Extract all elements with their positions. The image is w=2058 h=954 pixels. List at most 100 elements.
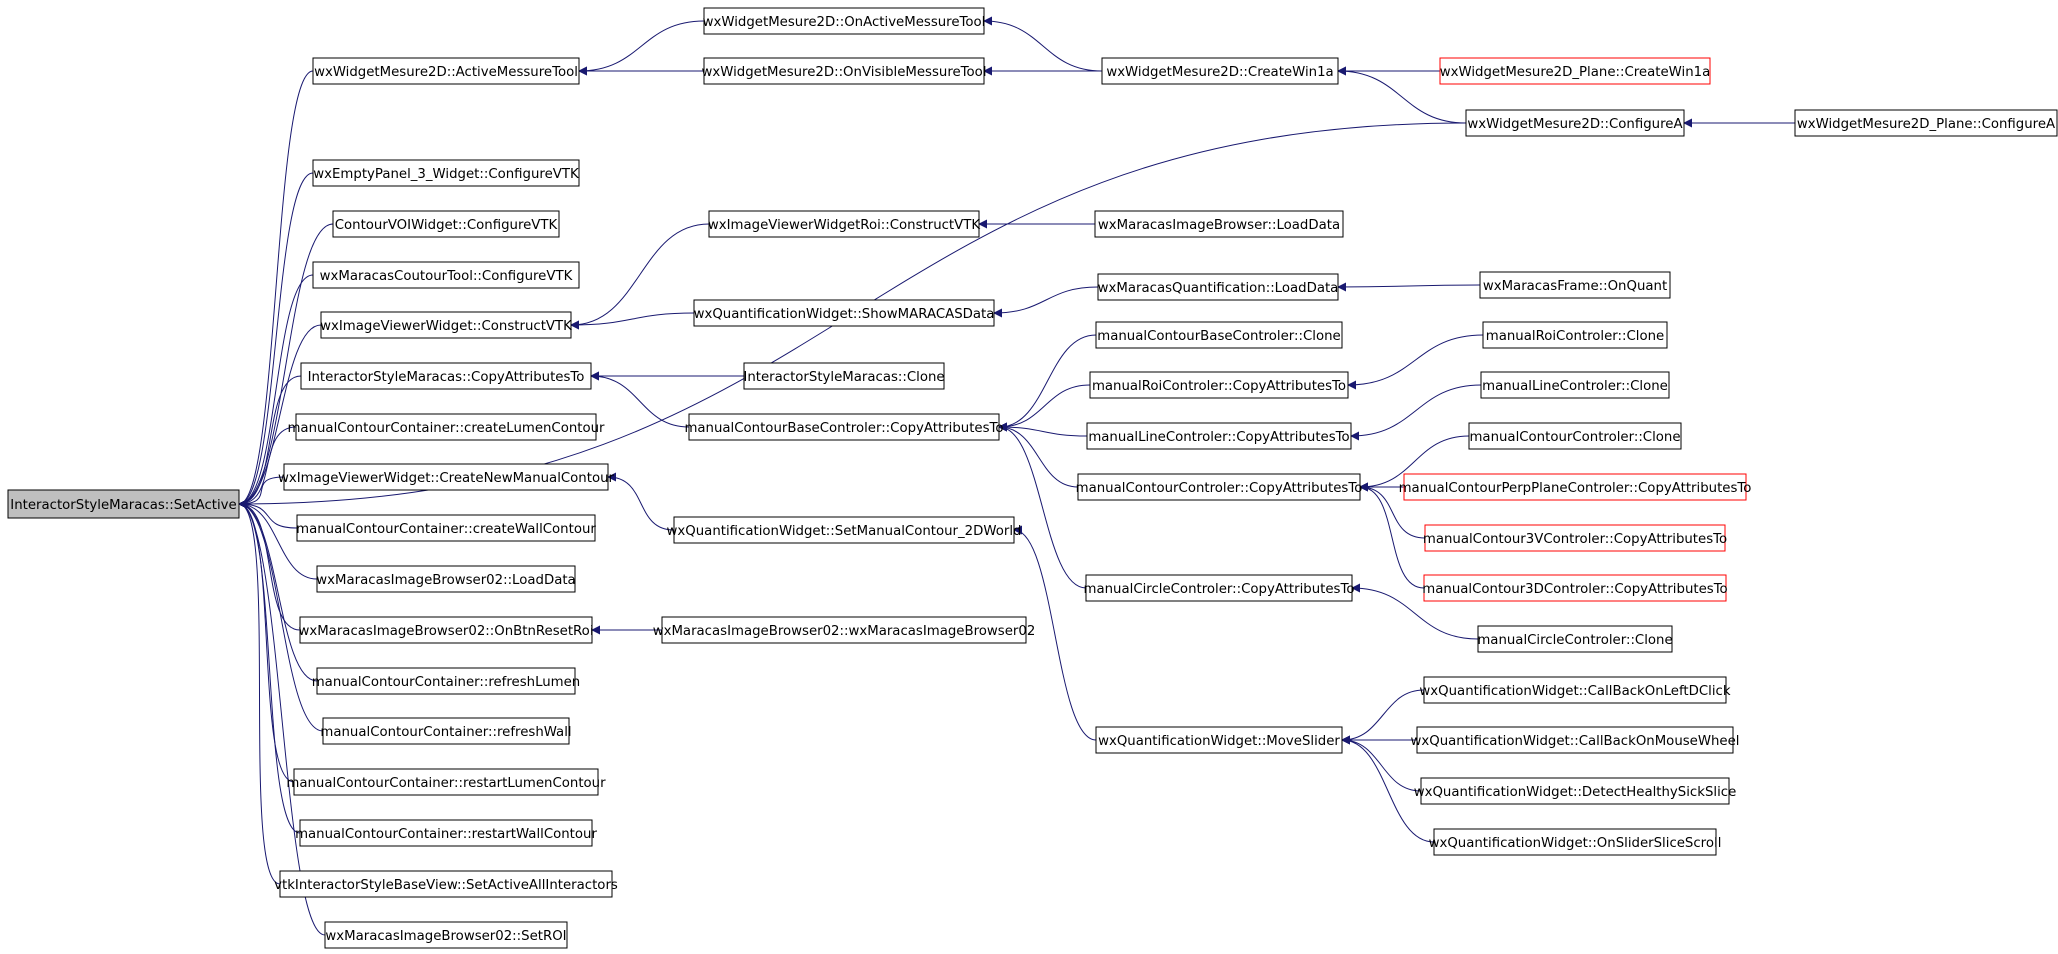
graph-node-manuallinecontroler-clone[interactable]: manualLineControler::Clone [1480, 371, 1670, 399]
edge-b9-to-a7 [1013, 525, 1097, 741]
node-box [703, 57, 985, 85]
node-box [1423, 574, 1727, 602]
graph-node-wxquantificationwidget-callbackonleftdclick[interactable]: wxQuantificationWidget::CallBackOnLeftDC… [1419, 676, 1731, 704]
node-box [7, 489, 240, 519]
node-label: wxEmptyPanel_3_Widget::ConfigureVTK [313, 167, 579, 182]
node-box [1465, 109, 1685, 137]
graph-node-wxwidgetmesure2d-plane-configurea[interactable]: wxWidgetMesure2D_Plane::ConfigureA [1794, 109, 2058, 137]
graph-node-manualcontourbasecontroler-clone[interactable]: manualContourBaseControler::Clone [1095, 321, 1343, 349]
edge-a1-to-n1 [578, 20, 705, 76]
node-box [1094, 210, 1344, 238]
graph-node-manualcontourcontainer-restartlumencontour[interactable]: manualContourContainer::restartLumenCont… [286, 768, 606, 796]
graph-node-manualcirclecontroler-copyattributesto[interactable]: manualCircleControler::CopyAttributesTo [1084, 574, 1355, 602]
graph-node-manualcontourbasecontroler-copyattributesto[interactable]: manualContourBaseControler::CopyAttribut… [684, 413, 1004, 441]
node-label: wxWidgetMesure2D::OnActiveMessureTool [703, 15, 986, 30]
edge-n9-to-root [238, 499, 298, 529]
node-box [1097, 273, 1339, 301]
edge-c6-to-b7 [1359, 435, 1470, 492]
graph-node-wxwidgetmesure2d-activemessuretool[interactable]: wxWidgetMesure2D::ActiveMessureTool [312, 57, 580, 85]
graph-node-interactorstylemaracas-copyattributesto[interactable]: InteractorStyleMaracas::CopyAttributesTo [300, 362, 592, 390]
edge-c9-to-b7 [1359, 482, 1425, 589]
node-label: manualLineControler::CopyAttributesTo [1088, 430, 1349, 445]
graph-node-wxmaracasimagebrowser02-loaddata[interactable]: wxMaracasImageBrowser02::LoadData [316, 565, 576, 593]
graph-node-wxwidgetmesure2d-onactivemessuretool[interactable]: wxWidgetMesure2D::OnActiveMessureTool [703, 7, 986, 35]
graph-node-manualroicontroler-copyattributesto[interactable]: manualRoiControler::CopyAttributesTo [1089, 371, 1349, 399]
graph-node-wxquantificationwidget-setmanualcontour-2dworld[interactable]: wxQuantificationWidget::SetManualContour… [667, 516, 1022, 544]
graph-node-manualroicontroler-clone[interactable]: manualRoiControler::Clone [1482, 321, 1668, 349]
graph-node-wxemptypanel-3-widget-configurevtk[interactable]: wxEmptyPanel_3_Widget::ConfigureVTK [312, 159, 580, 187]
node-label: manualContourContainer::createWallContou… [296, 522, 596, 537]
node-box [688, 413, 1000, 441]
graph-node-manualcontour3vcontroler-copyattributesto[interactable]: manualContour3VControler::CopyAttributes… [1423, 524, 1727, 552]
node-label: wxWidgetMesure2D::CreateWin1a [1106, 65, 1333, 80]
graph-node-manualcontour3dcontroler-copyattributesto[interactable]: manualContour3DControler::CopyAttributes… [1422, 574, 1728, 602]
graph-node-wxquantificationwidget-callbackonmousewheel[interactable]: wxQuantificationWidget::CallBackOnMouseW… [1411, 726, 1740, 754]
graph-node-wxwidgetmesure2d-configurea[interactable]: wxWidgetMesure2D::ConfigureA [1465, 109, 1685, 137]
graph-node-manualcontourcontroler-clone[interactable]: manualContourControler::Clone [1468, 422, 1682, 450]
graph-node-contourvoiwidget-configurevtk[interactable]: ContourVOIWidget::ConfigureVTK [332, 210, 560, 238]
node-box [661, 616, 1027, 644]
node-box [1095, 321, 1343, 349]
node-label: ContourVOIWidget::ConfigureVTK [335, 218, 558, 233]
edge-c5-to-b6 [1350, 384, 1482, 441]
edge-n16-to-root [238, 499, 281, 885]
graph-node-wxwidgetmesure2d-createwin1a[interactable]: wxWidgetMesure2D::CreateWin1a [1101, 57, 1339, 85]
node-box [324, 921, 568, 949]
root-node: InteractorStyleMaracas::SetActive [7, 489, 240, 519]
node-label: manualRoiControler::Clone [1486, 329, 1664, 344]
graph-node-wxquantificationwidget-moveslider[interactable]: wxQuantificationWidget::MoveSlider [1095, 726, 1343, 754]
node-box [1424, 524, 1726, 552]
node-box [1085, 574, 1353, 602]
node-box [299, 616, 593, 644]
graph-node-manualcontourcontainer-refreshlumen[interactable]: manualContourContainer::refreshLumen [312, 667, 581, 695]
graph-node-wxmaracascoutourtool-configurevtk[interactable]: wxMaracasCoutourTool::ConfigureVTK [312, 261, 580, 289]
graph-node-wxwidgetmesure2d-onvisiblemessuretool[interactable]: wxWidgetMesure2D::OnVisibleMessureTool [701, 57, 987, 85]
graph-node-wxmaracasimagebrowser02-onbtnresetroi[interactable]: wxMaracasImageBrowser02::OnBtnResetRoi [298, 616, 594, 644]
node-label: manualContourContainer::createLumenConto… [287, 421, 605, 436]
node-box [1482, 321, 1668, 349]
graph-node-manualcontourcontroler-copyattributesto[interactable]: manualContourControler::CopyAttributesTo [1076, 473, 1363, 501]
node-label: wxMaracasImageBrowser02::LoadData [316, 573, 575, 588]
graph-node-manuallinecontroler-copyattributesto[interactable]: manualLineControler::CopyAttributesTo [1086, 422, 1352, 450]
node-label: manualContourContainer::restartLumenCont… [286, 776, 606, 791]
edge-n12-to-root [238, 499, 318, 682]
node-box [1077, 473, 1361, 501]
node-box [1468, 422, 1682, 450]
node-box [316, 667, 576, 695]
node-box [1416, 726, 1734, 754]
graph-node-interactorstylemaracas-clone[interactable]: InteractorStyleMaracas::Clone [743, 362, 945, 390]
graph-node-manualcontourperpplanecontroler-copyattributesto[interactable]: manualContourPerpPlaneControler::CopyAtt… [1399, 473, 1752, 501]
node-box [1089, 371, 1349, 399]
graph-node-manualcontourcontainer-restartwallcontour[interactable]: manualContourContainer::restartWallConto… [295, 819, 597, 847]
graph-node-manualcontourcontainer-createlumencontour[interactable]: manualContourContainer::createLumenConto… [287, 413, 605, 441]
graph-node-manualcontourcontainer-createwallcontour[interactable]: manualContourContainer::createWallContou… [296, 514, 596, 542]
graph-node-wxmaracasquantification-loaddata[interactable]: wxMaracasQuantification::LoadData [1097, 273, 1339, 301]
node-label: wxQuantificationWidget::CallBackOnLeftDC… [1419, 684, 1730, 699]
edge-n7-to-root [238, 426, 297, 509]
edge-n2-to-root [238, 172, 314, 509]
graph-node-wxmaracasimagebrowser02-setroi[interactable]: wxMaracasImageBrowser02::SetROI [324, 921, 568, 949]
graph-node-manualcontourcontainer-refreshwall[interactable]: manualContourContainer::refreshWall [320, 717, 572, 745]
edge-n11-to-root [238, 499, 301, 631]
graph-node-vtkinteractorstylebaseview-setactiveallinteractors[interactable]: vtkInteractorStyleBaseView::SetActiveAll… [274, 870, 618, 898]
node-label: manualCircleControler::Clone [1477, 633, 1672, 648]
node-box [312, 261, 580, 289]
graph-node-manualcirclecontroler-clone[interactable]: manualCircleControler::Clone [1477, 625, 1673, 653]
graph-node-wxquantificationwidget-onsliderslicescroll[interactable]: wxQuantificationWidget::OnSliderSliceScr… [1429, 828, 1722, 856]
graph-node-wxquantificationwidget-detecthealthysickslice[interactable]: wxQuantificationWidget::DetectHealthySic… [1414, 777, 1737, 805]
node-box [300, 362, 592, 390]
edge-c3-to-b3 [1337, 282, 1481, 292]
graph-node-wxquantificationwidget-showmaracasdata[interactable]: wxQuantificationWidget::ShowMARACASData [693, 299, 995, 327]
node-label: wxQuantificationWidget::DetectHealthySic… [1414, 785, 1737, 800]
graph-node-wxwidgetmesure2d-plane-createwin1a[interactable]: wxWidgetMesure2D_Plane::CreateWin1a [1439, 57, 1711, 85]
graph-node-wxmaracasimagebrowser02-wxmaracasimagebrowser02[interactable]: wxMaracasImageBrowser02::wxMaracasImageB… [653, 616, 1036, 644]
edge-b6-to-a6 [998, 422, 1088, 437]
edge-n6-to-root [238, 375, 302, 509]
graph-node-wximageviewerwidgetroi-constructvtk[interactable]: wxImageViewerWidgetRoi::ConstructVTK [708, 210, 980, 238]
graph-node-wximageviewerwidget-constructvtk[interactable]: wxImageViewerWidget::ConstructVTK [320, 311, 572, 339]
graph-node-wximageviewerwidget-createnewmanualcontour[interactable]: wxImageViewerWidget::CreateNewManualCont… [278, 463, 615, 491]
node-label: manualContourControler::CopyAttributesTo [1076, 481, 1363, 496]
graph-node-wxmaracasimagebrowser-loaddata[interactable]: wxMaracasImageBrowser::LoadData [1094, 210, 1344, 238]
graph-node-wxmaracasframe-onquant[interactable]: wxMaracasFrame::OnQuant [1479, 271, 1671, 299]
